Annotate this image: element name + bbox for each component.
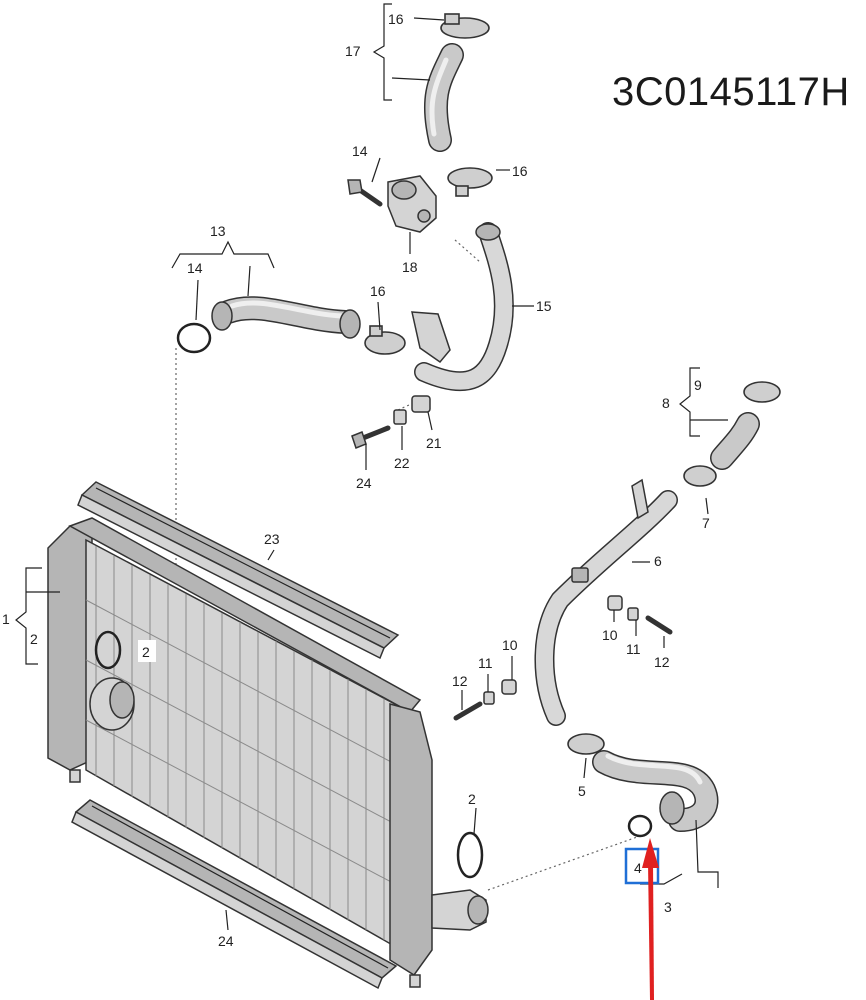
callout-2-lower: 2 <box>468 791 476 807</box>
spacer-21 <box>393 409 407 425</box>
callout-3: 3 <box>664 899 672 915</box>
callout-11-left: 11 <box>478 655 493 671</box>
intercooler-fins <box>85 546 411 940</box>
bolt-22 <box>351 425 391 449</box>
charge-air-hose-lower <box>592 750 719 832</box>
callout-15: 15 <box>536 298 552 314</box>
callout-1: 1 <box>2 611 10 627</box>
callout-5: 5 <box>578 783 586 799</box>
bolt-19 <box>347 179 383 207</box>
callout-12-right: 12 <box>654 654 670 670</box>
charge-air-pipe-right <box>534 478 678 726</box>
callout-8: 8 <box>662 395 670 411</box>
charge-air-hose-right <box>683 381 781 487</box>
callout-9: 9 <box>694 377 702 393</box>
pointer-arrow <box>642 838 659 1000</box>
callout-17: 17 <box>345 43 361 59</box>
hose-clamp-5 <box>567 733 605 755</box>
callout-11-right: 11 <box>626 641 641 657</box>
callout-10-right: 10 <box>602 627 618 643</box>
spacer-11-left <box>483 691 495 705</box>
hose-clamp-left <box>364 325 406 355</box>
callout-16-top: 16 <box>388 11 404 27</box>
callout-7: 7 <box>702 515 710 531</box>
bushing-10-right <box>607 595 623 611</box>
bolt-12-right <box>645 615 673 635</box>
intercooler <box>47 517 489 988</box>
callout-18: 18 <box>402 259 418 275</box>
callout-19: 14 <box>352 143 368 159</box>
callout-23: 23 <box>264 531 280 547</box>
callout-21: 22 <box>394 455 410 471</box>
callout-labels: 16 17 14 16 18 13 14 16 15 24 22 21 23 9… <box>2 11 710 949</box>
callout-2-box <box>138 640 156 662</box>
bracket-lines <box>15 3 728 931</box>
callout-4: 4 <box>634 860 642 876</box>
callout-6: 6 <box>654 553 662 569</box>
pipe-connector <box>387 175 437 233</box>
o-ring-left <box>94 630 122 670</box>
callout-14: 14 <box>187 260 203 276</box>
bushing-20 <box>411 395 431 413</box>
o-ring-14 <box>176 322 212 354</box>
seal-strip-upper <box>77 481 400 660</box>
spacer-11-right <box>627 607 639 621</box>
callout-13: 13 <box>210 223 226 239</box>
callout-16-middle: 16 <box>512 163 528 179</box>
bushing-10-left <box>501 679 517 695</box>
charge-air-hose-upper <box>423 43 464 152</box>
callout-20: 21 <box>426 435 442 451</box>
seal-strip-lower <box>71 799 398 990</box>
bolt-12-left <box>453 701 483 721</box>
charge-air-hose-left <box>211 296 361 339</box>
callout-10-left: 10 <box>502 637 518 653</box>
o-ring-4 <box>627 814 653 838</box>
callout-12-left: 12 <box>452 673 468 689</box>
charge-air-pipe <box>411 222 514 392</box>
callout-22: 24 <box>356 475 372 491</box>
callout-16-left: 16 <box>370 283 386 299</box>
o-ring-lower <box>456 831 484 879</box>
hose-clamp-top <box>440 13 490 39</box>
callout-24: 24 <box>218 933 234 949</box>
part-number-label: 3C0145117H <box>612 70 850 114</box>
hose-clamp-middle <box>447 167 493 197</box>
callout-2-left: 2 <box>142 644 150 660</box>
callout-2-bracket: 2 <box>30 631 38 647</box>
